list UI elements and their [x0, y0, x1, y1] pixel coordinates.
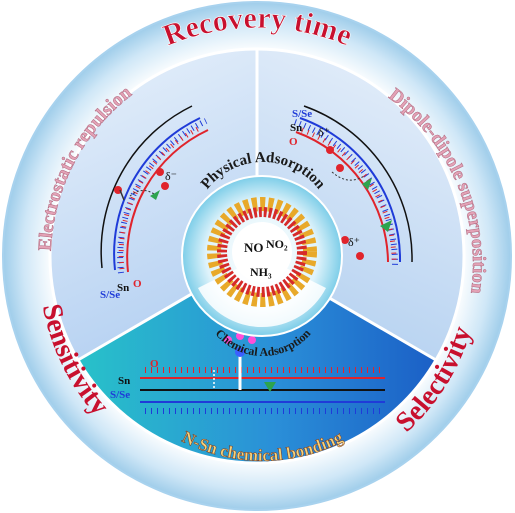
right-black-strand: [303, 105, 413, 263]
center-pore: [232, 222, 292, 282]
right-chalcogen-label: S/Se: [292, 108, 312, 120]
bottom-green-arrow: [264, 382, 276, 392]
left-o-atom: [156, 168, 164, 176]
sector-bottom: [78, 256, 436, 464]
left-bond: [119, 189, 125, 201]
sector-ring: [48, 47, 466, 465]
left-charge-label: δ⁻: [165, 169, 177, 183]
gas-label-nh3: NH₃: [250, 265, 272, 279]
cluster-ring-inner: [217, 207, 307, 297]
right-o-atom: [341, 236, 349, 244]
right-metal-label: Sn: [290, 122, 302, 134]
left-chalcogen-label: S/Se: [100, 289, 120, 301]
left-strand-group: [100, 105, 209, 274]
bottom-oxygen-label: O: [150, 358, 159, 370]
left-o-atom: [161, 182, 169, 190]
left-metal-label: Sn: [117, 282, 129, 294]
right-blue-strand: [299, 117, 402, 263]
cluster-ring-outer: [207, 197, 317, 307]
gas-label-no2: NO₂: [266, 237, 288, 251]
left-red-strand: [126, 129, 209, 273]
right-green-arrow: [362, 178, 372, 190]
bottom-n-atom: [235, 347, 245, 357]
right-charge-bottom: δ⁺: [348, 235, 360, 249]
bottom-chalcogen-label: S/Se: [110, 389, 130, 401]
right-o-atom: [356, 252, 364, 260]
left-oxygen-label: O: [133, 278, 142, 290]
right-green-arrow: [380, 220, 392, 232]
left-black-strand: [100, 105, 193, 269]
left-dashed-arrow: [129, 190, 155, 197]
gas-label-no: NO: [244, 240, 264, 255]
right-oxygen-label: O: [289, 136, 298, 148]
right-strand-group: [293, 105, 413, 267]
right-charge-top: δ⁺: [318, 125, 330, 139]
right-red-strand: [295, 131, 389, 263]
bottom-h-atom: [248, 336, 256, 344]
right-o-atom: [326, 146, 334, 154]
bottom-h-atom: [224, 336, 232, 344]
left-green-arrow: [150, 190, 160, 200]
right-o-atom: [336, 164, 344, 172]
bottom-metal-label: Sn: [118, 375, 130, 387]
bottom-strand-group: [140, 332, 385, 414]
left-blue-strand: [113, 117, 201, 271]
